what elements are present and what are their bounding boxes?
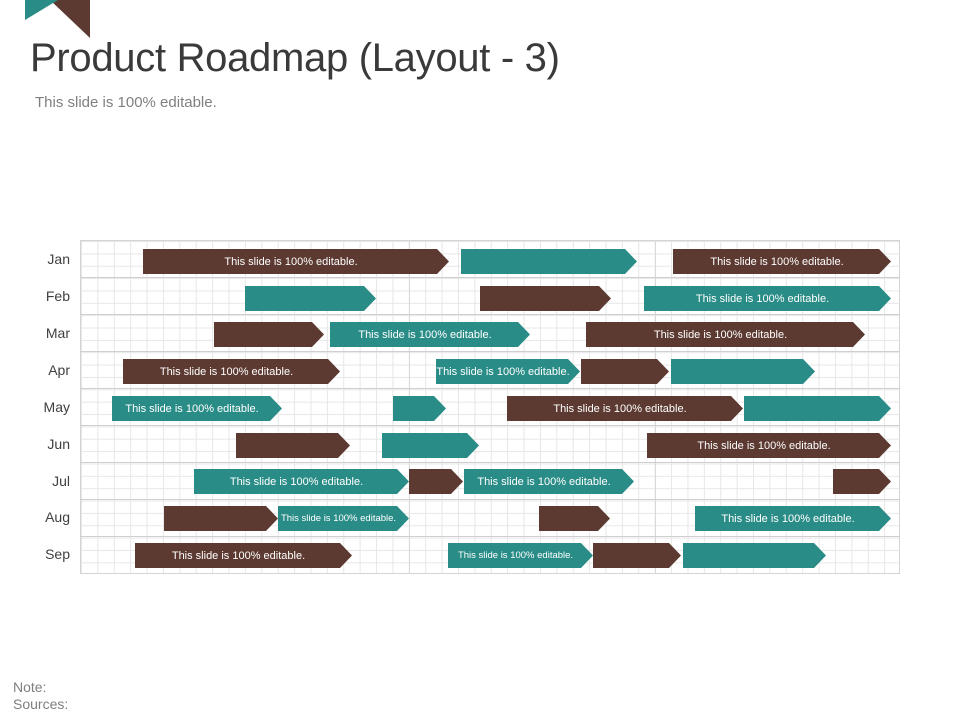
roadmap-bar-jun-2 [382, 433, 479, 458]
roadmap-bar-sep-4 [683, 543, 826, 568]
roadmap-bar-jun-3: This slide is 100% editable. [647, 433, 891, 458]
grid-row-divider [80, 351, 900, 352]
month-label-jan: Jan [47, 251, 70, 267]
roadmap-bar-feb-2 [480, 286, 611, 311]
roadmap-bar-sep-1: This slide is 100% editable. [135, 543, 352, 568]
month-label-jul: Jul [52, 473, 70, 489]
roadmap-bar-apr-2: This slide is 100% editable. [436, 359, 580, 384]
corner-ribbon-decoration [25, 0, 90, 38]
slide-title: Product Roadmap (Layout - 3) [30, 36, 560, 80]
roadmap-bar-may-4 [744, 396, 891, 421]
roadmap-bar-may-2 [393, 396, 446, 421]
grid-row-divider [80, 277, 900, 278]
roadmap-bar-apr-4 [671, 359, 815, 384]
roadmap-bar-jul-4 [833, 469, 891, 494]
roadmap-bar-apr-3 [581, 359, 669, 384]
roadmap-bar-jan-3: This slide is 100% editable. [673, 249, 891, 274]
roadmap-bar-aug-1 [164, 506, 278, 531]
grid-row-divider [80, 314, 900, 315]
roadmap-bar-aug-2: This slide is 100% editable. [278, 506, 409, 531]
roadmap-bar-feb-1 [245, 286, 376, 311]
month-label-apr: Apr [48, 362, 70, 378]
month-label-aug: Aug [45, 509, 70, 525]
grid-row-divider [80, 388, 900, 389]
roadmap-bar-may-3: This slide is 100% editable. [507, 396, 743, 421]
month-label-mar: Mar [45, 325, 70, 341]
month-label-feb: Feb [45, 288, 70, 304]
grid-row-divider [80, 425, 900, 426]
slide-subtitle: This slide is 100% editable. [35, 94, 217, 111]
note-label: Note: [13, 679, 47, 695]
roadmap-bar-aug-4: This slide is 100% editable. [695, 506, 891, 531]
month-label-jun: Jun [47, 436, 70, 452]
roadmap-bar-jul-1: This slide is 100% editable. [194, 469, 409, 494]
roadmap-bar-may-1: This slide is 100% editable. [112, 396, 282, 421]
roadmap-bar-jun-1 [236, 433, 350, 458]
grid-row-divider [80, 462, 900, 463]
roadmap-bar-jan-2 [461, 249, 637, 274]
sources-label: Sources: [13, 696, 69, 712]
roadmap-bar-mar-3: This slide is 100% editable. [586, 322, 865, 347]
grid-row-divider [80, 536, 900, 537]
roadmap-bar-feb-3: This slide is 100% editable. [644, 286, 891, 311]
month-label-sep: Sep [45, 546, 70, 562]
roadmap-bar-apr-1: This slide is 100% editable. [123, 359, 340, 384]
roadmap-bar-sep-2: This slide is 100% editable. [448, 543, 593, 568]
grid-row-divider [80, 499, 900, 500]
roadmap-bar-jan-1: This slide is 100% editable. [143, 249, 449, 274]
roadmap-bar-mar-2: This slide is 100% editable. [330, 322, 530, 347]
roadmap-bar-jul-3: This slide is 100% editable. [464, 469, 634, 494]
roadmap-bar-sep-3 [593, 543, 681, 568]
roadmap-bar-jul-2 [409, 469, 463, 494]
roadmap-bar-mar-1 [214, 322, 324, 347]
month-label-may: May [43, 399, 70, 415]
roadmap-bar-aug-3 [539, 506, 610, 531]
